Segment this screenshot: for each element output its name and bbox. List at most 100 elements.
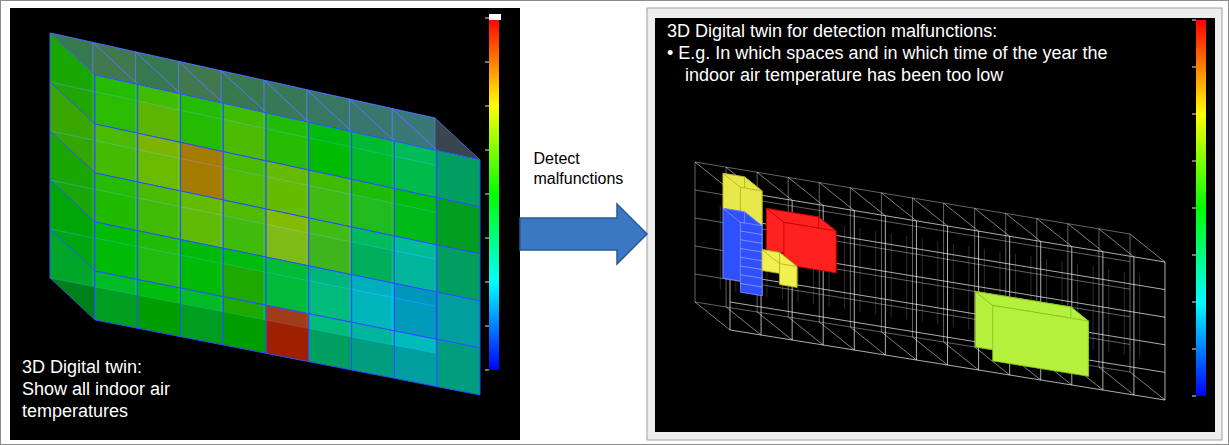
room-front xyxy=(95,124,138,182)
color-bar-tick xyxy=(1192,349,1196,350)
room-front xyxy=(181,191,224,248)
partition-line xyxy=(1093,267,1094,350)
color-bar-tick xyxy=(485,370,489,371)
partition-line xyxy=(844,226,845,310)
wireframe-line xyxy=(881,193,882,332)
room-front xyxy=(138,280,181,337)
color-bar-ticks xyxy=(485,18,1196,396)
highlighted-room xyxy=(780,264,798,288)
wireframe-line xyxy=(757,312,792,340)
room-front xyxy=(95,75,138,133)
room-front xyxy=(394,283,437,339)
wireframe-line xyxy=(788,177,823,205)
wireframe-line xyxy=(881,332,916,360)
highlighted-room xyxy=(780,253,798,288)
room-front xyxy=(352,132,395,189)
wireframe-line xyxy=(1130,372,1165,400)
color-bar-tick xyxy=(1192,20,1196,21)
left-screen-background xyxy=(10,8,520,440)
partition-line xyxy=(953,244,954,327)
wireframe-line xyxy=(912,198,913,337)
room-front xyxy=(95,222,138,280)
room-front xyxy=(223,103,266,161)
room-front xyxy=(266,209,309,266)
partition-line xyxy=(968,246,969,329)
room-front xyxy=(95,173,138,231)
color-bar-tick xyxy=(485,282,489,283)
room-front xyxy=(437,245,480,301)
room-front xyxy=(223,152,266,209)
partition-line xyxy=(1139,274,1140,357)
color-bar-tick xyxy=(1192,114,1196,115)
room-front xyxy=(309,218,352,275)
panel-heading: 3D Digital twin for detection malfunctio… xyxy=(667,20,1157,42)
wireframe-line xyxy=(850,188,851,327)
room-front xyxy=(266,257,309,314)
room-front xyxy=(223,297,266,354)
wireframe-line xyxy=(913,337,948,365)
room-front xyxy=(394,236,437,292)
wireframe-line xyxy=(1130,234,1131,372)
building-model-wireframe xyxy=(695,162,1165,400)
panel-heading: 3D Digital twin: Show all indoor air tem… xyxy=(22,356,180,422)
room-front xyxy=(437,292,480,348)
partition-line xyxy=(860,228,861,312)
color-bar-tick xyxy=(485,62,489,63)
room-front xyxy=(223,200,266,257)
color-bar-tick xyxy=(485,326,489,327)
room-stripe xyxy=(740,257,762,261)
room-front xyxy=(266,113,309,170)
partition-line xyxy=(937,241,938,324)
wireframe-line xyxy=(881,193,916,221)
wireframe-line xyxy=(1037,219,1072,247)
wireframe-line xyxy=(1099,229,1134,257)
room-front xyxy=(181,94,224,152)
room-front xyxy=(138,182,181,240)
wireframe-line xyxy=(943,203,944,342)
room-front xyxy=(394,189,437,245)
wireframe-line xyxy=(1130,234,1165,262)
building-model-colored xyxy=(50,33,480,395)
color-bar-tick xyxy=(1192,302,1196,303)
room-front xyxy=(437,151,480,207)
room-side xyxy=(50,229,95,320)
room-stripe xyxy=(740,248,762,252)
color-bar-tick xyxy=(1192,208,1196,209)
panel-text: 3D Digital twin: Show all indoor air tem… xyxy=(22,356,180,422)
room-stripe xyxy=(740,275,762,279)
wireframe-line xyxy=(1068,224,1103,252)
wireframe-line xyxy=(1099,367,1134,395)
color-bar-tick xyxy=(1192,255,1196,256)
wireframe-line xyxy=(695,302,730,330)
wireframe-line xyxy=(1133,257,1134,395)
panel-text: 3D Digital twin for detection malfunctio… xyxy=(667,20,1157,86)
room-front xyxy=(437,198,480,254)
room-front xyxy=(437,339,480,395)
partition-line xyxy=(875,231,876,315)
color-bar-tick xyxy=(1192,67,1196,68)
arrow-label: Detect malfunctions xyxy=(532,148,636,190)
room-front xyxy=(181,142,224,200)
room-front xyxy=(309,314,352,370)
color-bar-tick xyxy=(485,150,489,151)
room-front xyxy=(266,161,309,218)
room-front xyxy=(266,305,309,362)
wireframe-line xyxy=(916,221,917,360)
highlighted-room xyxy=(993,305,1089,376)
right-color-bar xyxy=(1196,20,1206,396)
room-front xyxy=(352,179,395,236)
room-stripe xyxy=(740,240,762,244)
highlighted-room xyxy=(740,222,762,295)
wireframe-line xyxy=(695,162,696,302)
right-screen-background xyxy=(655,18,1215,432)
wireframe-line xyxy=(819,322,854,350)
wireframe-line xyxy=(947,226,948,365)
left-color-bar xyxy=(489,18,499,370)
wireframe-line xyxy=(850,327,885,355)
wireframe-line xyxy=(1102,252,1103,390)
room-front xyxy=(352,275,395,331)
wireframe-line xyxy=(788,317,823,345)
